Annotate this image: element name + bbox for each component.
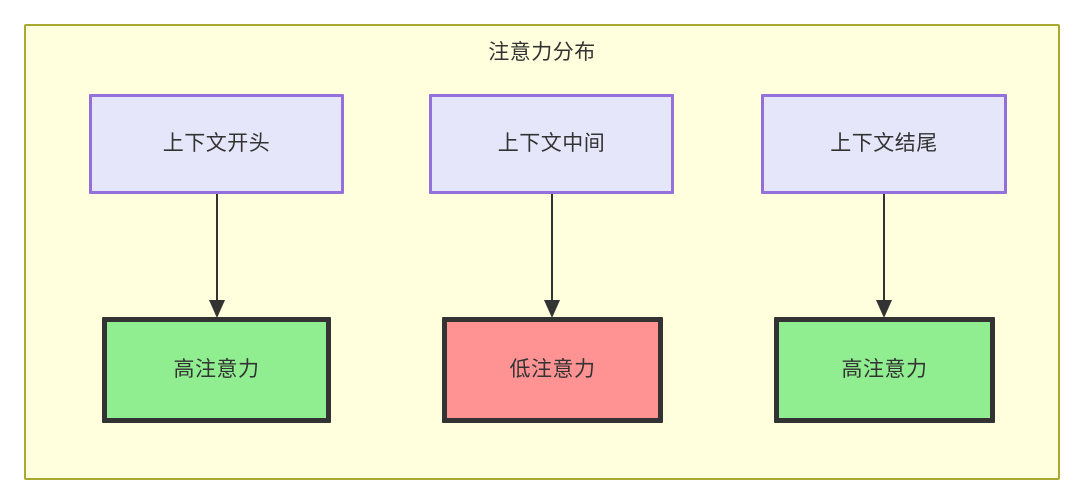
node-context-middle[interactable]: 上下文中间	[429, 94, 674, 194]
node-context-middle-label: 上下文中间	[497, 132, 606, 155]
node-context-end[interactable]: 上下文结尾	[761, 94, 1007, 194]
node-context-start[interactable]: 上下文开头	[89, 94, 344, 194]
node-attention-middle[interactable]: 低注意力	[442, 317, 663, 423]
edge-end-context-to-attention	[876, 194, 892, 318]
edge-middle-context-to-attention	[544, 194, 560, 318]
node-attention-end[interactable]: 高注意力	[774, 317, 995, 423]
node-attention-end-label: 高注意力	[841, 358, 928, 381]
edge-start-context-to-attention	[209, 194, 225, 318]
node-attention-start-label: 高注意力	[173, 358, 260, 381]
node-context-start-label: 上下文开头	[162, 132, 271, 155]
attention-distribution-subgraph: 注意力分布 上下文开头 高注意力 上下文中间 低注意力 上下文结尾	[24, 24, 1060, 480]
node-attention-start[interactable]: 高注意力	[102, 317, 331, 423]
node-attention-middle-label: 低注意力	[509, 358, 596, 381]
subgraph-title: 注意力分布	[488, 41, 596, 64]
node-context-end-label: 上下文结尾	[830, 132, 938, 155]
